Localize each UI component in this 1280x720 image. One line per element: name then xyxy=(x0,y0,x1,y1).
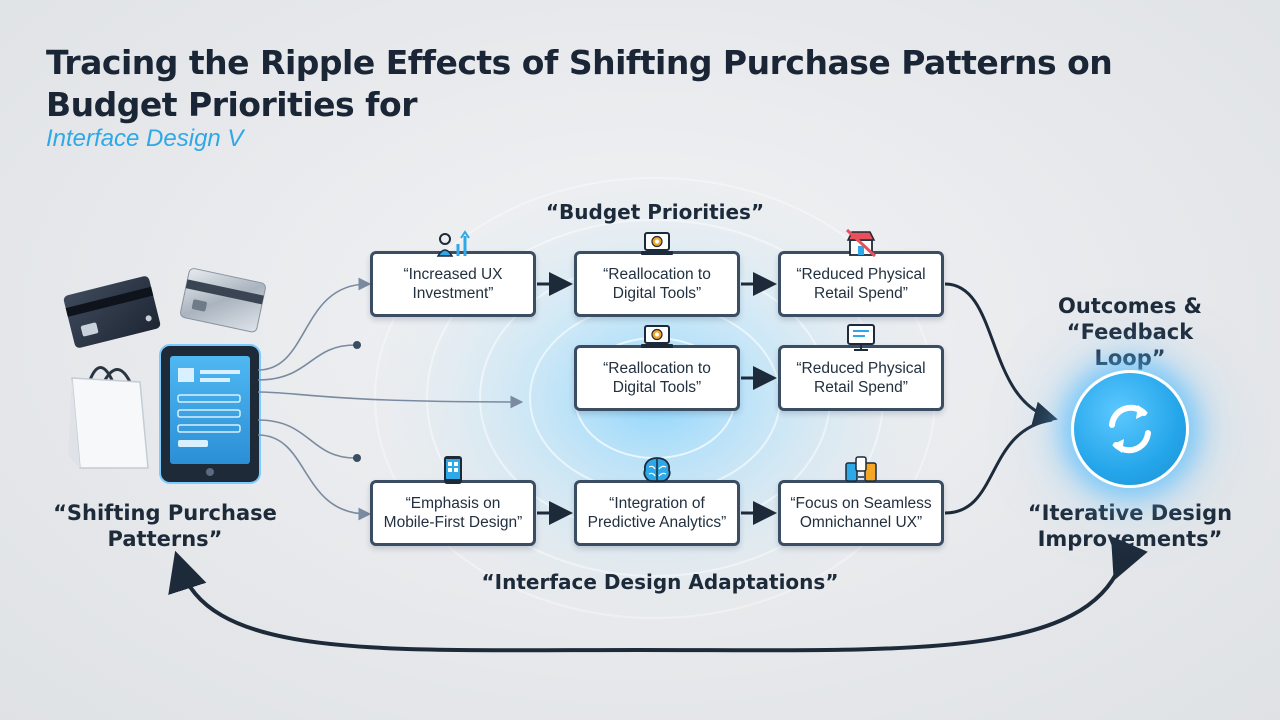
converge-arrows xyxy=(944,282,1058,515)
refresh-cycle-icon xyxy=(1109,404,1151,454)
users-growth-icon xyxy=(436,230,470,257)
interface-adaptations-label: “Interface Design Adaptations” xyxy=(481,570,839,594)
box-mobile-first-design[interactable]: “Emphasis on Mobile-First Design” xyxy=(370,480,536,546)
smartphone-icon xyxy=(444,456,462,484)
laptop-gear-icon xyxy=(641,232,673,255)
fan-out-connectors xyxy=(257,277,524,521)
box-predictive-analytics[interactable]: “Integration of Predictive Analytics” xyxy=(574,480,740,546)
box-omnichannel-ux[interactable]: “Focus on Seamless Omnichannel UX” xyxy=(778,480,944,546)
store-crossed-icon xyxy=(845,228,877,258)
credit-card-silver-icon xyxy=(180,268,266,333)
budget-priorities-label: “Budget Priorities” xyxy=(545,200,765,224)
monitor-icon xyxy=(847,324,875,351)
shifting-patterns-label: “Shifting Purchase Patterns” xyxy=(53,501,277,551)
box-reallocation-digital-tools[interactable]: “Reallocation to Digital Tools” xyxy=(574,251,740,317)
laptop-gear-icon xyxy=(641,325,673,348)
box-increased-ux-investment[interactable]: “Increased UX Investment” xyxy=(370,251,536,317)
brain-icon xyxy=(643,457,671,482)
box-reduced-retail-spend[interactable]: “Reduced Physical Retail Spend” xyxy=(778,251,944,317)
box-reduced-retail-spend-2[interactable]: “Reduced Physical Retail Spend” xyxy=(778,345,944,411)
box-reallocation-digital-tools-2[interactable]: “Reallocation to Digital Tools” xyxy=(574,345,740,411)
shopping-bag-icon xyxy=(68,366,149,469)
credit-card-dark-icon xyxy=(63,276,161,348)
flow-arrows xyxy=(537,272,777,525)
feedback-loop-arrow xyxy=(168,536,1148,653)
outcomes-label: Outcomes & “Feedback Loop” xyxy=(1058,294,1202,370)
tablet-icon xyxy=(159,344,261,484)
iterative-label: “Iterative Design Improvements” xyxy=(1027,501,1233,551)
devices-icon xyxy=(845,456,877,482)
feedback-cycle-node[interactable] xyxy=(1071,370,1189,488)
connector-node xyxy=(353,454,361,462)
page-subtitle: Interface Design V xyxy=(46,125,244,152)
page-title: Tracing the Ripple Effects of Shifting P… xyxy=(46,43,1113,124)
connector-node xyxy=(353,341,361,349)
